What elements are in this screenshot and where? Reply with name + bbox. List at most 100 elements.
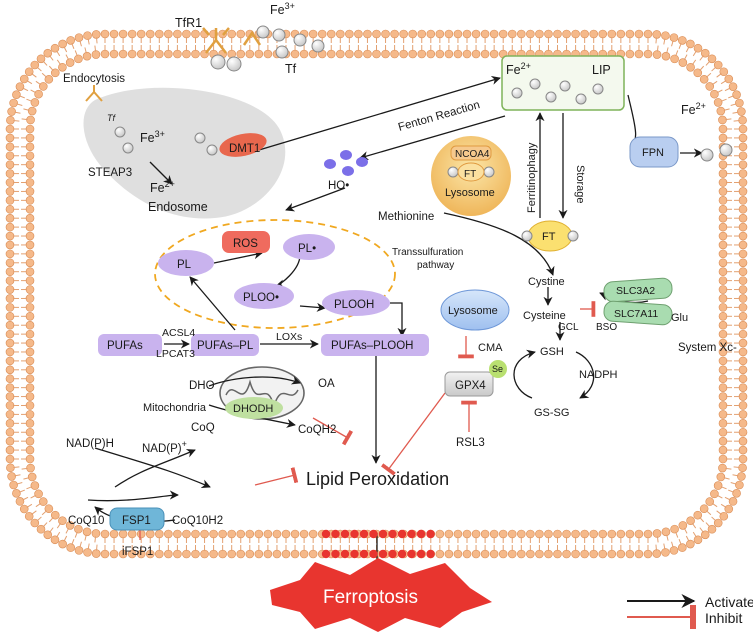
endo-fe-ball-1 (114, 126, 126, 138)
lipid-head (738, 178, 748, 187)
loxs-label: LOXs (276, 331, 302, 343)
lipid-head (728, 82, 738, 91)
fsp1-enzyme (109, 507, 165, 531)
endo-fe-ball-3 (194, 132, 206, 144)
lipid-head (236, 549, 246, 559)
lipid-tail (94, 536, 97, 543)
ho-label: HO• (328, 180, 349, 192)
ifsp1-label: iFSP1 (122, 546, 153, 558)
lipid-tail (23, 477, 30, 480)
lipid-head (507, 549, 517, 559)
lipid-head (693, 510, 703, 520)
lipid-tail (30, 89, 37, 94)
lipid-head (27, 106, 37, 116)
lipid-head (25, 356, 35, 366)
lipid-tail (84, 534, 87, 541)
ferroptosis-label: Ferroptosis (323, 587, 418, 608)
lipid-head (381, 29, 390, 39)
lipid-tail (725, 467, 732, 470)
lipid-head (164, 529, 173, 539)
lipid-tail (724, 87, 731, 92)
inhibit-lines (132, 301, 696, 629)
fe2-lip-sup: 2+ (521, 61, 531, 71)
lipid-head (738, 276, 748, 285)
lipid-head (5, 410, 15, 419)
lipid-head (263, 49, 273, 59)
lipid-head (12, 90, 21, 99)
dhodh-enzyme (225, 397, 283, 419)
lipid-head (25, 231, 35, 241)
lipid-tail (716, 494, 723, 499)
pufas-label: PUFAs (107, 340, 143, 352)
lipid-tail (675, 531, 679, 538)
lipid-head (607, 529, 617, 539)
lipid-head (589, 29, 599, 39)
lipid-head (737, 107, 746, 116)
lipid-head (326, 29, 336, 39)
peroxidized-lipid-head (340, 529, 350, 539)
lipid-head (589, 549, 599, 559)
lipid-tail (678, 43, 682, 49)
lipid-tail (723, 108, 730, 111)
peroxidized-lipid-head (407, 549, 416, 559)
lipid-head (571, 549, 580, 559)
lipid-head (372, 29, 381, 39)
lyso-ft-core (457, 162, 485, 182)
lipid-head (462, 549, 472, 559)
fpn-out-ball-2 (719, 143, 733, 157)
lipid-head (718, 276, 728, 285)
dho-label: DHO (189, 380, 215, 392)
nadph-left-label: NAD(P)H (66, 438, 114, 450)
system-xc-label: System Xc- (678, 342, 737, 354)
lipid-head (5, 419, 15, 428)
lipid-tail (48, 517, 54, 523)
lipid-head (471, 49, 481, 59)
lipid-tail (13, 120, 20, 122)
lysosome-cma (440, 289, 510, 331)
lipid-head (74, 524, 83, 534)
pufas-plooh-label: PUFAs–PLOOH (331, 340, 413, 352)
fe2-endo-label: Fe2+ (150, 179, 175, 195)
lipid-tail (671, 40, 674, 47)
lipid-head (9, 98, 18, 108)
lipid-head (30, 481, 40, 490)
lipid-head (718, 213, 728, 223)
lysosome-top-label: Lysosome (445, 187, 495, 199)
lipid-head (643, 529, 653, 539)
lipid-tail (16, 103, 23, 106)
lipid-tail (22, 87, 29, 92)
lipid-head (5, 187, 15, 196)
lipid-head (652, 50, 662, 59)
lipid-head (290, 549, 300, 559)
lipid-head (91, 30, 101, 39)
fe2-lip-label: Fe2+ (506, 61, 531, 77)
lipid-head (718, 454, 728, 464)
lipid-head (127, 29, 137, 39)
lipid-tail (720, 486, 727, 490)
lipid-tail (41, 72, 47, 78)
endo-fe-ball-4 (206, 144, 218, 156)
lipid-tail (79, 40, 82, 47)
lipid-head (705, 497, 715, 506)
peroxidized-lipid-head (321, 549, 331, 559)
lipid-head (5, 329, 15, 339)
fpn-transporter (629, 136, 679, 168)
lipid-head (699, 74, 709, 84)
lipid-head (118, 529, 128, 539)
lipid-head (25, 258, 35, 268)
cystine-label: Cystine (528, 276, 565, 288)
lipid-head (693, 43, 703, 53)
lipid-tail (732, 111, 739, 114)
lipid-head (738, 187, 748, 196)
lipid-head (25, 196, 35, 205)
lipid-head (738, 320, 748, 330)
lipid-head (308, 29, 318, 39)
lipid-head (700, 530, 710, 540)
lipid-head (44, 74, 54, 84)
lipid-head (471, 529, 481, 539)
lipid-head (616, 529, 626, 539)
lipid-tail (49, 527, 54, 533)
lipid-head (182, 529, 191, 539)
lipid-head (444, 529, 454, 539)
lipid-head (345, 49, 354, 59)
